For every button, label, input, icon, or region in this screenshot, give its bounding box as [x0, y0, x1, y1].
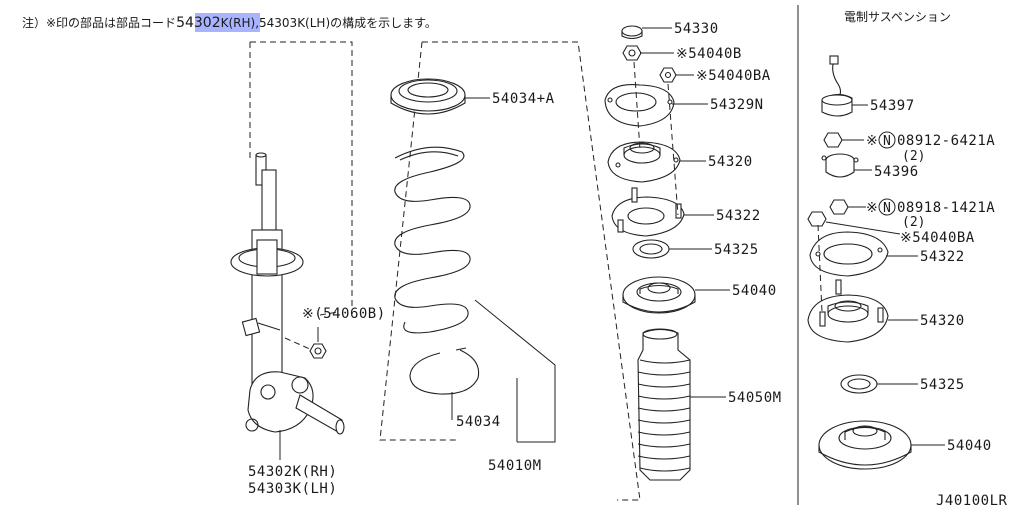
insulator-54034[interactable]: [409, 347, 480, 395]
mount-54320-a[interactable]: [607, 141, 681, 183]
label-54396[interactable]: 54396: [874, 164, 919, 180]
sensor-54397[interactable]: [821, 55, 853, 117]
label-54040ba-b[interactable]: ※54040BA: [900, 230, 975, 246]
label-54320-b[interactable]: 54320: [920, 313, 965, 329]
label-54040ba-a[interactable]: ※54040BA: [696, 68, 771, 84]
nut-54060b[interactable]: [309, 343, 327, 359]
label-54322-b[interactable]: 54322: [920, 249, 965, 265]
label-08918-qty: (2): [902, 215, 925, 230]
label-08912-prefix: ※: [866, 133, 878, 149]
coil-spring-54010m[interactable]: [394, 146, 471, 334]
label-08918-n-circle: [878, 198, 896, 216]
washer-54325-b[interactable]: [840, 374, 878, 394]
label-54330[interactable]: 54330: [674, 21, 719, 37]
nut-08912[interactable]: [823, 132, 843, 148]
note-highlight: [195, 13, 260, 32]
parts-note: 注）※印の部品は部品コード54302K(RH),54303K(LH)の構成を示し…: [22, 13, 437, 32]
nut-54040ba-b[interactable]: [807, 211, 827, 227]
part-labels: 54330 ※54040B ※54040BA 54034+A 54329N 54…: [248, 21, 1008, 509]
diagram-code: J40100LR: [936, 493, 1008, 509]
strut-dashed-frame: [250, 41, 353, 310]
label-54034a[interactable]: 54034+A: [492, 91, 555, 107]
mount-54320-b[interactable]: [807, 279, 889, 343]
note-highlight-code[interactable]: 54302: [176, 15, 221, 31]
label-54302k[interactable]: 54302K(RH): [248, 464, 337, 480]
mount-54322-a[interactable]: [611, 187, 685, 237]
label-08912-n-circle: [878, 131, 896, 149]
label-08918[interactable]: 08918-1421A: [897, 200, 995, 216]
label-54050m[interactable]: 54050M: [728, 390, 782, 406]
plate-54322-b[interactable]: [809, 231, 889, 277]
section-title: 電制サスペンション: [844, 10, 951, 24]
bearing-54040-b[interactable]: [818, 420, 912, 470]
label-54040-b[interactable]: 54040: [947, 438, 992, 454]
label-08912-qty: (2): [902, 149, 925, 164]
strut-assembly[interactable]: [230, 152, 345, 435]
actuator-54396[interactable]: [821, 153, 859, 178]
leader-lines: [279, 27, 945, 460]
label-08918-n: N: [883, 201, 891, 216]
label-08912[interactable]: 08912-6421A: [897, 133, 995, 149]
nut-54040b[interactable]: [622, 45, 642, 61]
label-54320-a[interactable]: 54320: [708, 154, 753, 170]
note-suffix: K(RH),54303K(LH)の構成を示します。: [221, 16, 437, 30]
plate-54329n[interactable]: [604, 84, 675, 127]
label-54040-a[interactable]: 54040: [732, 283, 777, 299]
cap-54330[interactable]: [621, 25, 643, 40]
label-54322-a[interactable]: 54322: [716, 208, 761, 224]
dust-boot-54050m[interactable]: [637, 328, 691, 481]
label-08912-n: N: [883, 134, 891, 149]
label-54010m[interactable]: 54010M: [488, 458, 542, 474]
nut-54040ba-a[interactable]: [659, 67, 677, 83]
svg-text:注）※印の部品は部品コード54302K(RH),54303K: 注）※印の部品は部品コード54302K(RH),54303K(LH)の構成を示し…: [22, 15, 437, 31]
label-54303k[interactable]: 54303K(LH): [248, 481, 337, 497]
label-54060b[interactable]: ※(54060B): [302, 306, 386, 322]
label-08918-prefix: ※: [866, 200, 878, 216]
label-54397[interactable]: 54397: [870, 98, 915, 114]
label-54034[interactable]: 54034: [456, 414, 501, 430]
note-prefix: 注）※印の部品は部品コード: [22, 15, 176, 30]
label-54325-b[interactable]: 54325: [920, 377, 965, 393]
washer-54325-a[interactable]: [632, 239, 670, 259]
nut-08918[interactable]: [829, 199, 849, 215]
bearing-54040-a[interactable]: [622, 276, 696, 314]
label-54329n[interactable]: 54329N: [710, 97, 764, 113]
label-54325-a[interactable]: 54325: [714, 242, 759, 258]
spring-seat-54034a[interactable]: [390, 78, 466, 115]
label-54040b[interactable]: ※54040B: [676, 46, 742, 62]
